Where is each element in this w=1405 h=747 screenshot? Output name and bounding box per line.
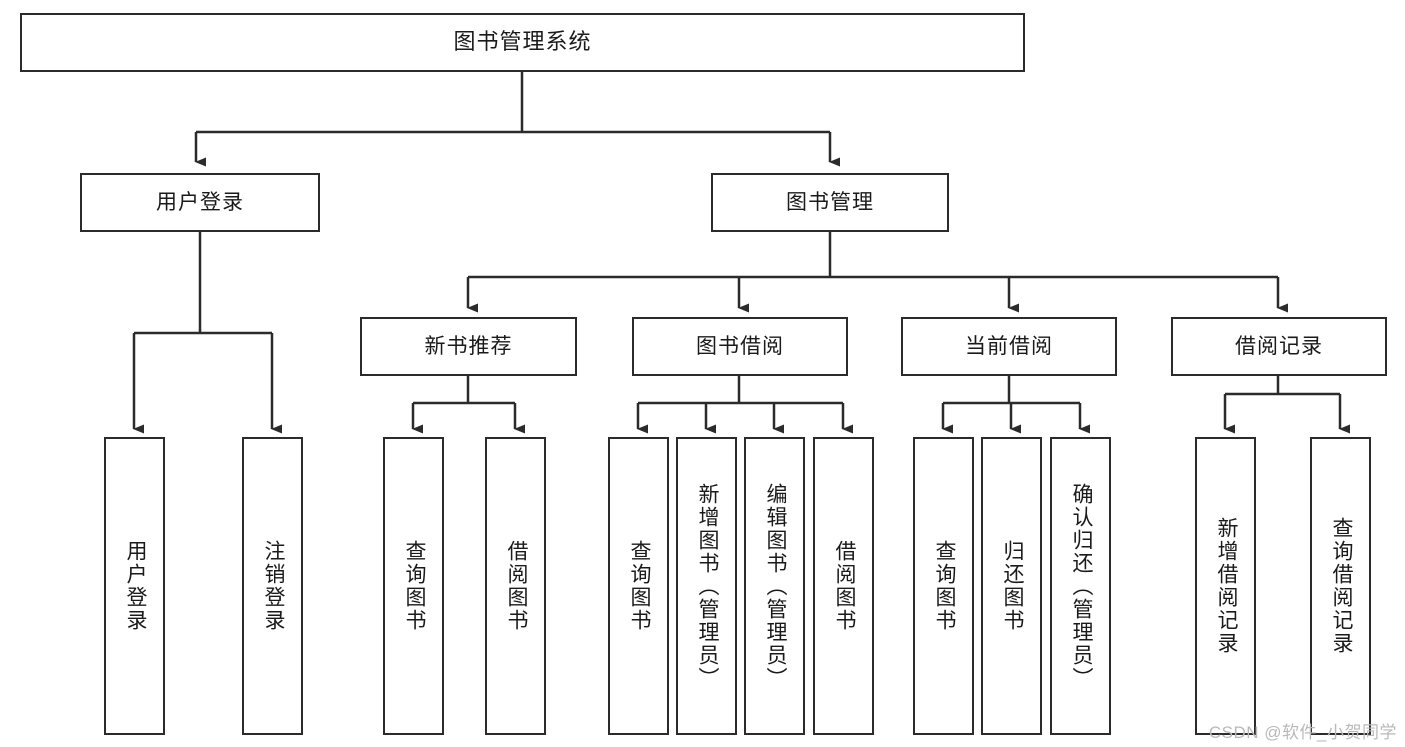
- leaf-edit-book-admin[interactable]: 编辑图书（管理员）: [744, 437, 805, 735]
- node-label: 图书借阅: [696, 334, 784, 358]
- node-label: 借阅记录: [1235, 334, 1323, 358]
- leaf-borrow-book[interactable]: 借阅图书: [813, 437, 874, 735]
- node-label: 编辑图书（管理员）: [763, 482, 787, 690]
- node-label: 借阅图书: [832, 540, 856, 632]
- leaf-add-book-admin[interactable]: 新增图书（管理员）: [676, 437, 737, 735]
- csdn-watermark: CSDN @软件_小贺同学: [1208, 723, 1397, 742]
- leaf-query-borrow-record[interactable]: 查询借阅记录: [1310, 437, 1371, 735]
- node-borrowing-record[interactable]: 借阅记录: [1171, 317, 1387, 376]
- node-label: 新增借阅记录: [1214, 517, 1238, 655]
- node-label: 图书管理系统: [453, 29, 592, 55]
- node-book-management[interactable]: 图书管理: [711, 173, 949, 232]
- node-label: 归还图书: [1000, 540, 1024, 632]
- node-label: 新增图书（管理员）: [695, 482, 719, 690]
- node-label: 用户登录: [156, 190, 244, 214]
- node-label: 确认归还（管理员）: [1069, 482, 1093, 690]
- leaf-confirm-return-admin[interactable]: 确认归还（管理员）: [1050, 437, 1111, 735]
- leaf-user-logout[interactable]: 注销登录: [242, 437, 303, 735]
- node-label: 图书管理: [786, 190, 874, 214]
- leaf-borrow-book-new-rec[interactable]: 借阅图书: [485, 437, 546, 735]
- node-label: 查询图书: [932, 540, 956, 632]
- node-label: 用户登录: [123, 540, 147, 632]
- leaf-return-book[interactable]: 归还图书: [981, 437, 1042, 735]
- node-label: 当前借阅: [965, 334, 1053, 358]
- node-new-book-recommendation[interactable]: 新书推荐: [360, 317, 577, 376]
- leaf-add-borrow-record[interactable]: 新增借阅记录: [1195, 437, 1256, 735]
- leaf-query-book-new-rec[interactable]: 查询图书: [383, 437, 444, 735]
- node-current-borrowing[interactable]: 当前借阅: [901, 317, 1117, 376]
- node-label: 查询图书: [627, 540, 651, 632]
- node-label: 注销登录: [261, 540, 285, 632]
- node-label: 新书推荐: [424, 334, 513, 358]
- node-label: 查询借阅记录: [1329, 517, 1353, 655]
- node-label: 查询图书: [402, 540, 426, 632]
- leaf-query-book-current[interactable]: 查询图书: [913, 437, 974, 735]
- node-book-borrowing[interactable]: 图书借阅: [632, 317, 848, 376]
- node-label: 借阅图书: [504, 540, 528, 632]
- leaf-query-book-borrow[interactable]: 查询图书: [608, 437, 669, 735]
- node-root-book-management-system[interactable]: 图书管理系统: [20, 13, 1025, 72]
- leaf-user-login[interactable]: 用户登录: [104, 437, 165, 735]
- node-user-login[interactable]: 用户登录: [80, 173, 320, 232]
